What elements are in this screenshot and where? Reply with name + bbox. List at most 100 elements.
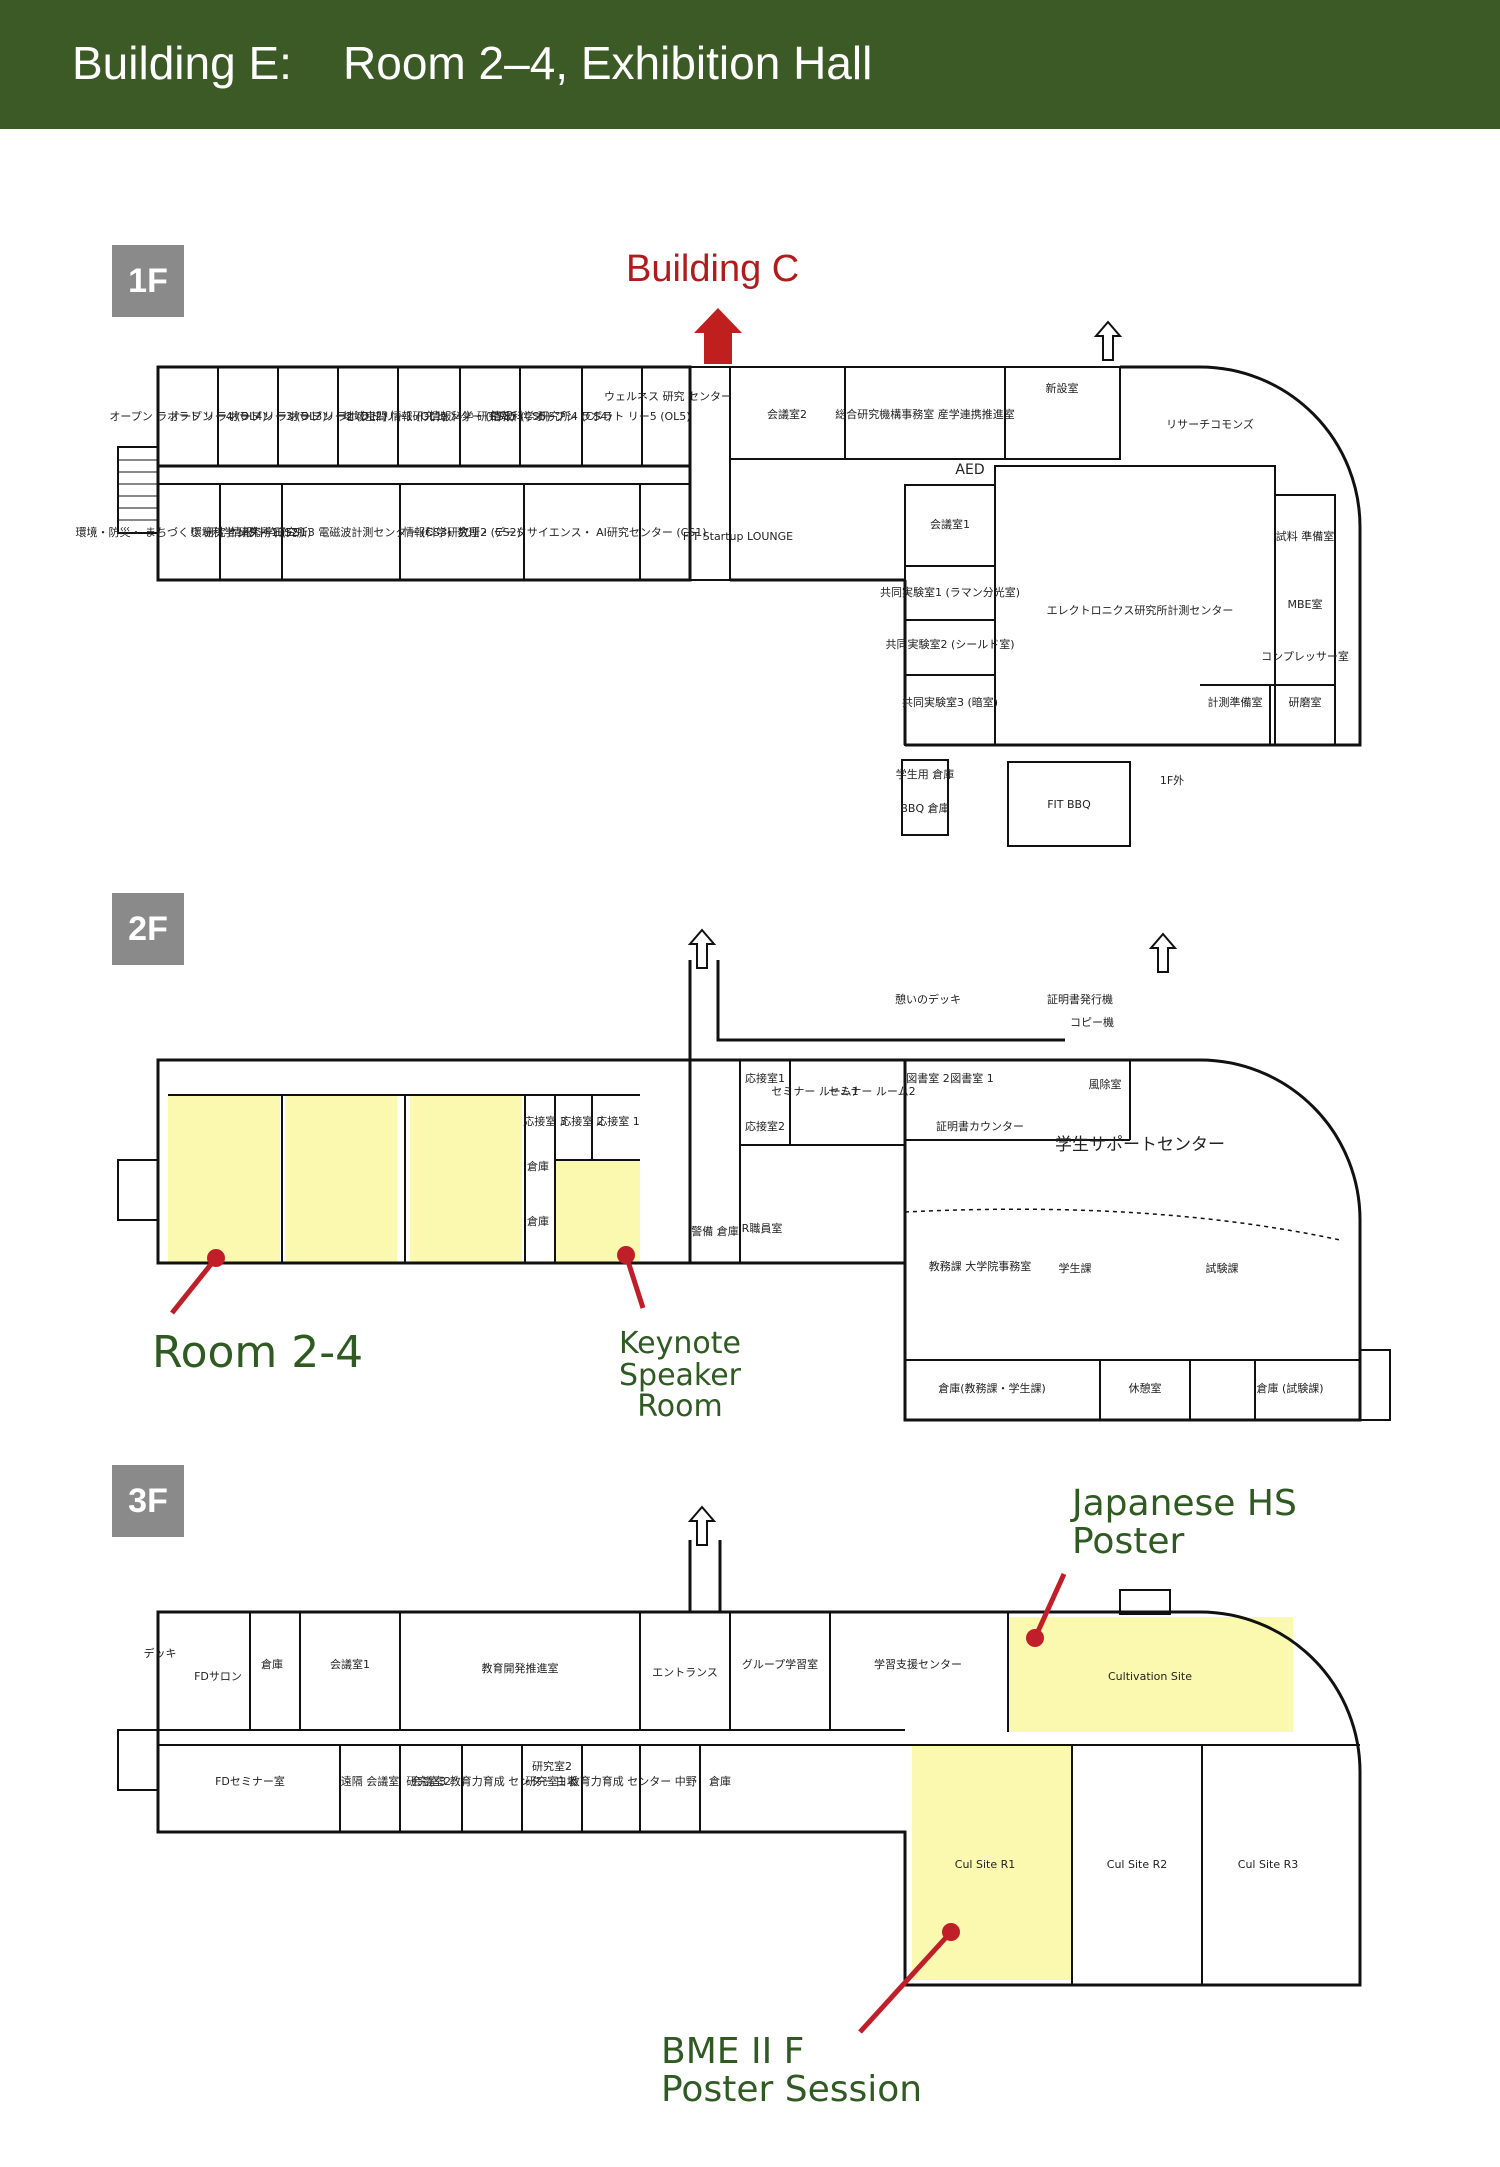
- room-kenma: 研磨室: [1289, 695, 1322, 709]
- japanese-hs-line-2: Poster: [1072, 1520, 1185, 1562]
- keynote-line-1: Keynote: [619, 1326, 741, 1361]
- japanese-hs-label: Japanese HS Poster: [1072, 1485, 1297, 1561]
- room-tosho2: 図書室 2: [906, 1071, 950, 1085]
- floor-2f-labels: 憩いのデッキ 証明書発行機 コピー機 応接室 3 応接室 2 応接室 1 倉庫 …: [523, 992, 1323, 1395]
- room-soko-b: 倉庫: [527, 1214, 549, 1228]
- room-2-4-pointer: [170, 1256, 218, 1315]
- room-group: グループ学習室: [742, 1657, 818, 1671]
- keynote-pointer: [623, 1254, 646, 1309]
- room-kenkyu3: 研究室3 教育力育成 センター 白坂: [406, 1774, 578, 1788]
- room-keibi-soko: 警備 倉庫: [691, 1224, 739, 1238]
- room-compressor: コンプレッサー室: [1261, 649, 1349, 663]
- cultivation-site-fill: [1008, 1617, 1293, 1732]
- room-gakusei-support: 学生サポートセンター: [1055, 1135, 1225, 1155]
- room-soko-a: 倉庫: [527, 1159, 549, 1173]
- room-2-4-b: [285, 1095, 397, 1263]
- room-kenkyu1: 研究室1 教育力育成 センター 中野: [525, 1774, 697, 1788]
- floor-2f-plan: [117, 928, 1391, 1422]
- room-2-4-label: Room 2-4: [152, 1327, 364, 1378]
- room-shiken: 試験課: [1206, 1261, 1239, 1275]
- room-es1: 環境科学 研究所1 (ES1): [191, 525, 312, 539]
- room-ol2: オープン ラボラト リー2 (OL2): [229, 410, 386, 423]
- room-cs5: 情報科学 研究所5 (CS5): [429, 409, 550, 423]
- bme-line-1: BME II F: [661, 2031, 805, 2072]
- room-seminar2: セミナー ルーム2: [828, 1085, 915, 1098]
- room-soko1-3f: 倉庫: [261, 1657, 283, 1671]
- room-sogo: 総合研究機構事務室 産学連携推進室: [835, 407, 1015, 421]
- room-deck-3f: デッキ: [144, 1646, 177, 1660]
- keynote-line-3: Room: [637, 1389, 723, 1424]
- keynote-label: Keynote Speaker Room: [600, 1328, 760, 1423]
- room-cs1: 数理・ データサイエンス・ AI研究センター (CS1): [457, 525, 706, 539]
- label-outside: 1F外: [1160, 774, 1184, 787]
- room-seminar1: セミナー ルーム1: [771, 1085, 858, 1098]
- room-soko-kyomu: 倉庫(教務課・学生課): [938, 1381, 1046, 1395]
- room-soko2-3f: 倉庫: [709, 1774, 731, 1788]
- room-cs3: 情報科学研究所3 電磁波計測センター (CS3): [231, 525, 451, 539]
- room-wellness: ウェルネス 研究 センター: [604, 389, 732, 403]
- room-cultivation: Cultivation Site: [1108, 1670, 1192, 1683]
- japanese-hs-pointer: [1032, 1572, 1067, 1640]
- room-ol5: オープン ラボラト リー5 (OL5): [533, 410, 690, 423]
- floor-3f-labels: デッキ FDサロン 倉庫 会議室1 教育開発推進室 エントランス グループ学習室…: [144, 1646, 1299, 1871]
- room-kyodo1: 共同実験室1 (ラマン分光室): [880, 585, 1020, 599]
- bme-pointer: [858, 1930, 953, 2034]
- floor-1f-labels: オープン ラボラト リー4 (OL4) オープン ラボラト リー3 (OL3) …: [75, 381, 1348, 815]
- room-ol4: オープン ラボラト リー4 (OL4): [109, 410, 266, 423]
- room-kaigi1-1f: 会議室1: [930, 517, 970, 531]
- room-research-commons: リサーチコモンズ: [1166, 417, 1254, 431]
- room-enkaku: 遠隔 会議室: [341, 1774, 400, 1788]
- room-2-4-a: [168, 1095, 280, 1263]
- title-prefix: Building E:: [72, 37, 292, 89]
- room-shiryo: 試料 準備室: [1276, 529, 1335, 543]
- page-title: Building E: Room 2–4, Exhibition Hall: [72, 36, 872, 90]
- room-mbe: MBE室: [1288, 597, 1323, 611]
- japanese-hs-dot: [1026, 1629, 1044, 1647]
- japanese-hs-line-1: Japanese HS: [1072, 1483, 1297, 1524]
- room-kyukei: 休憩室: [1129, 1381, 1162, 1395]
- building-c-label: Building C: [626, 248, 800, 290]
- label-copy: コピー機: [1070, 1015, 1114, 1029]
- room-ol3: オープン ラボラト リー3 (OL3): [169, 410, 326, 423]
- room-kenkyu2: 研究室2: [532, 1759, 572, 1773]
- room-es2: 環境・防災・ まちづくり 研究センター (ES2): [75, 525, 302, 539]
- exit-arrow-icon: [687, 1505, 717, 1546]
- floor-1f-plan: [117, 308, 1362, 847]
- room-soko-shiken: 倉庫 (試験課): [1256, 1381, 1323, 1395]
- room-keisoku: 計測準備室: [1208, 695, 1263, 709]
- room-tosho1: 図書室 1: [950, 1071, 994, 1085]
- room-es3: 地域空間 情報研究 センター (ES3): [343, 409, 515, 423]
- room-kyomu: 教務課 大学院事務室: [929, 1259, 1032, 1273]
- room-cul-r2: Cul Site R2: [1107, 1858, 1167, 1871]
- room-cs4: 情報科学 研究所4 (CS4): [490, 409, 611, 423]
- bme-dot: [942, 1923, 960, 1941]
- label-hakko: 証明書発行機: [1047, 992, 1113, 1006]
- room-2-4-c: [410, 1095, 522, 1263]
- bme-label: BME II F Poster Session: [661, 2033, 922, 2109]
- room-bbq-soko: BBQ 倉庫: [900, 801, 949, 815]
- room-kaigi1-3f: 会議室1: [330, 1657, 370, 1671]
- room-fd-seminar: FDセミナー室: [215, 1774, 285, 1788]
- room-kyodo2: 共同実験室2 (シールド室): [885, 637, 1014, 651]
- floor-3f-plan: [117, 1505, 1362, 2034]
- keynote-line-2: Speaker: [618, 1357, 742, 1393]
- header-bar: Building E: Room 2–4, Exhibition Hall: [0, 0, 1500, 129]
- cul-site-r1-fill: [912, 1745, 1072, 1980]
- building-c-arrow: [694, 308, 742, 364]
- room-cs2: 情報科学研究所2 (CS2): [403, 525, 521, 539]
- room-ol1: オープン ラボラト リー1 (OL1): [289, 410, 446, 423]
- room-fd-salon: FDサロン: [194, 1670, 242, 1683]
- room-hoken: R職員室: [742, 1221, 783, 1235]
- aed-label: AED: [955, 462, 984, 478]
- room-fit-bbq: FIT BBQ: [1047, 798, 1091, 811]
- title-main: Room 2–4, Exhibition Hall: [343, 37, 873, 89]
- floor-badge-2f: 2F: [112, 893, 184, 965]
- bme-line-2: Poster Session: [661, 2068, 923, 2110]
- floor-badge-1f: 1F: [112, 245, 184, 317]
- room-kyoiku: 教育開発推進室: [482, 1661, 559, 1675]
- label-deck: 憩いのデッキ: [895, 992, 961, 1006]
- exit-arrow-icon: [687, 928, 717, 969]
- room-oset2: 応接室 2: [560, 1114, 604, 1128]
- keynote-room-fill: [555, 1160, 640, 1263]
- exit-arrow-icon: [1093, 320, 1123, 361]
